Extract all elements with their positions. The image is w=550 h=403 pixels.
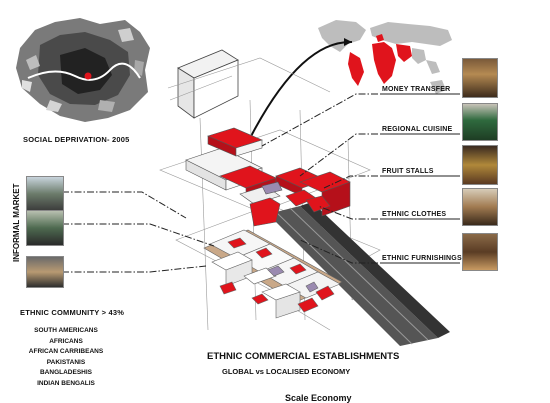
community-item: PAKISTANIS xyxy=(46,358,86,366)
label-regional-cuisine: REGIONAL CUISINE xyxy=(382,126,453,133)
photo-ethnic-clothes xyxy=(462,188,498,226)
photo-informal-market-3 xyxy=(26,256,64,288)
community-item: INDIAN BENGALIS xyxy=(37,379,95,387)
photo-regional-cuisine xyxy=(462,103,498,141)
diagram-title: ETHNIC COMMERCIAL ESTABLISHMENTS xyxy=(207,351,400,362)
rail-track xyxy=(268,202,450,346)
world-map xyxy=(318,20,452,94)
community-item: BANGLADESHIS xyxy=(39,369,92,376)
label-ethnic-furnishings: ETHNIC FURNISHINGS xyxy=(382,255,462,262)
informal-market-label: INFORMAL MARKET xyxy=(12,183,21,262)
upper-street-blocks xyxy=(185,127,351,227)
global-link-arc xyxy=(247,40,353,143)
market-block xyxy=(203,229,343,319)
label-fruit-stalls: FRUIT STALLS xyxy=(382,168,434,175)
leader-lines xyxy=(62,93,378,273)
social-deprivation-label: SOCIAL DEPRIVATION- 2005 xyxy=(23,135,130,144)
photo-money-transfer xyxy=(462,58,498,98)
london-deprivation-map xyxy=(16,18,150,122)
label-money-transfer: MONEY TRANSFER xyxy=(382,86,451,93)
ethnic-community-label: ETHNIC COMMUNITY > 43% xyxy=(20,308,125,317)
photo-informal-market-2 xyxy=(26,210,64,246)
photo-fruit-stalls xyxy=(462,145,498,185)
diagram-subtitle: GLOBAL vs LOCALISED ECONOMY xyxy=(222,367,351,376)
community-item: SOUTH AMERICANS xyxy=(34,327,98,334)
community-item: AFRICANS xyxy=(49,337,83,345)
tower-block xyxy=(177,49,239,119)
photo-informal-market-1 xyxy=(26,176,64,212)
photo-ethnic-furnishings xyxy=(462,233,498,271)
community-list: SOUTH AMERICANS AFRICANS AFRICAN CARRIBE… xyxy=(14,326,118,389)
community-item: AFRICAN CARRIBEANS xyxy=(28,348,104,355)
cut-off-heading: Scale Economy xyxy=(285,393,352,403)
label-ethnic-clothes: ETHNIC CLOTHES xyxy=(382,211,447,218)
